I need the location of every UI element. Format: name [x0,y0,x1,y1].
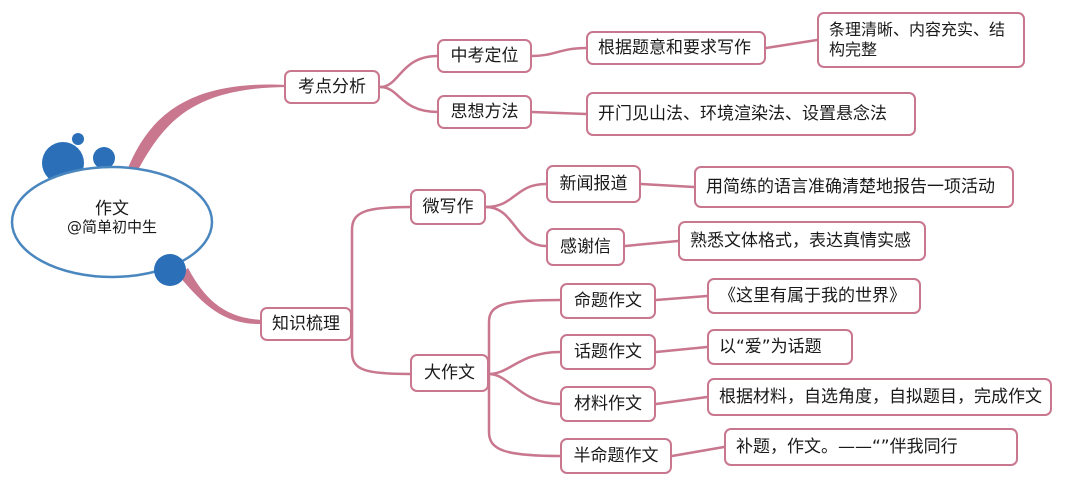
link-proposition-detail [654,294,709,302]
link-detail-subdetail [764,38,819,50]
link-knowledge-essay [350,322,412,376]
root-subtitle: @简单初中生 [66,218,157,236]
link-essay-proposition [487,298,562,376]
root-title: 作文 [95,199,129,219]
link-essay-material [487,372,562,406]
root-ellipse [10,165,214,279]
node-analysis[interactable]: 考点分析 [284,70,380,104]
link-thanks-detail [623,239,680,248]
node-positioning-detail[interactable]: 根据题意和要求写作 [586,31,766,65]
branch-root-to-analysis [128,84,286,170]
node-topic[interactable]: 话题作文 [560,334,656,370]
node-method-detail[interactable]: 开门见山法、环境渲染法、设置悬念法 [586,92,916,136]
link-micro-news [484,182,548,209]
link-micro-thanks [484,205,548,248]
node-news[interactable]: 新闻报道 [546,165,641,203]
node-essay[interactable]: 大作文 [410,354,489,392]
node-proposition-detail[interactable]: 《这里有属于我的世界》 [707,278,921,314]
branch-root-to-knowledge [178,268,262,325]
link-analysis-method [378,85,440,114]
link-material-detail [654,395,709,406]
link-essay-semi [487,372,562,458]
node-proposition[interactable]: 命题作文 [560,283,656,319]
node-news-detail[interactable]: 用简练的语言准确清楚地报告一项活动 [694,166,1014,208]
node-positioning[interactable]: 中考定位 [437,39,532,73]
decor-bubble-medium [93,147,115,169]
node-material[interactable]: 材料作文 [560,386,656,422]
decor-bubble-small [72,133,84,145]
node-topic-detail[interactable]: 以“爱”为话题 [707,329,853,365]
link-knowledge-micro [350,205,412,326]
node-knowledge[interactable]: 知识梳理 [260,307,352,341]
node-material-detail[interactable]: 根据材料，自选角度，自拟题目，完成作文 [707,378,1052,416]
link-news-detail [639,182,696,189]
node-semi-detail[interactable]: 补题，作文。——“”伴我同行 [724,428,1018,466]
decor-bubble-bottom [154,254,186,286]
link-topic-detail [654,345,709,354]
node-thanks-detail[interactable]: 熟悉文体格式，表达真情实感 [678,221,926,261]
link-positioning-detail [530,46,588,58]
link-analysis-positioning [378,54,440,89]
link-essay-topic [487,350,562,376]
node-positioning-subdetail[interactable]: 条理清晰、内容充实、结构完整 [817,12,1025,68]
node-micro[interactable]: 微写作 [410,189,486,225]
link-semi-detail [670,445,726,458]
node-thanks[interactable]: 感谢信 [546,228,625,266]
node-semi[interactable]: 半命题作文 [560,438,672,474]
node-method[interactable]: 思想方法 [437,95,532,129]
link-method-detail [530,110,588,116]
